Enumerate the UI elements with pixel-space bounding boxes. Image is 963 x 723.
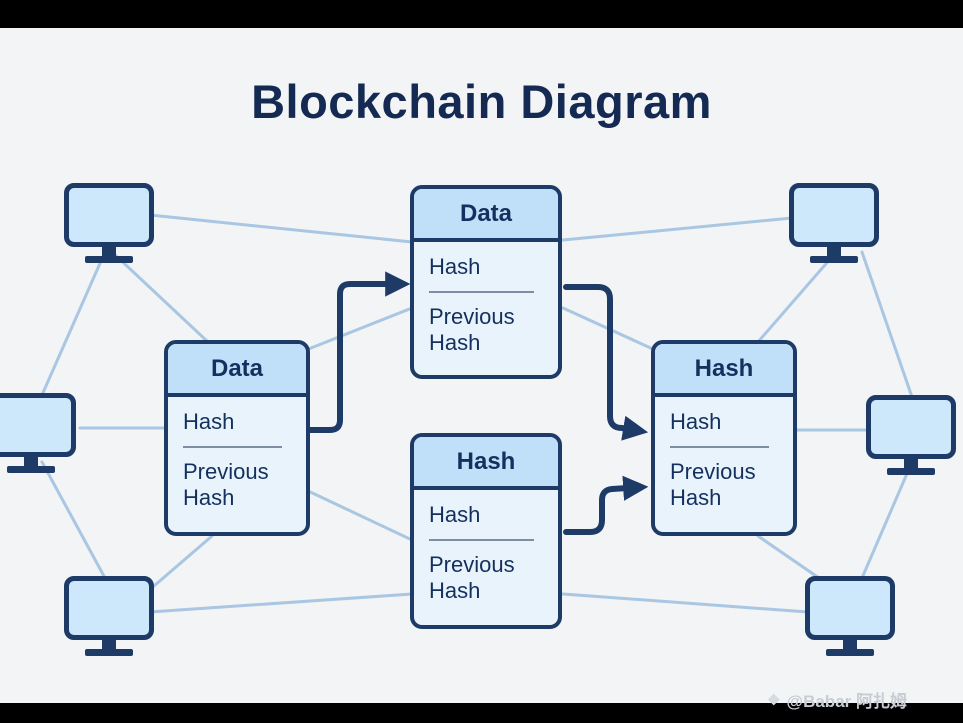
monitor-screen [789, 183, 879, 247]
arrow-bottom-block-to-right-block [563, 475, 649, 535]
monitor-neck [102, 247, 116, 256]
monitor-base [85, 649, 133, 656]
computer-monitor-icon [64, 576, 154, 656]
page-title: Blockchain Diagram [251, 75, 712, 128]
block-header: Data [168, 344, 306, 397]
computer-monitor-icon [866, 395, 956, 475]
block-previous-hash-label: Previous Hash [429, 303, 515, 355]
block-body: Hash Previous Hash [414, 490, 558, 618]
watermark: ❖ @Babar 阿扎姆 [767, 687, 907, 712]
block-divider [183, 445, 283, 448]
block-hash-label: Hash [670, 409, 722, 434]
block-divider [429, 538, 534, 541]
block-hash-label: Hash [429, 502, 481, 527]
arrow-top-block-to-right-block [563, 284, 649, 441]
diamond-logo-icon: ❖ [767, 691, 781, 709]
top-letterbox-bar [0, 0, 963, 28]
block-body: Hash Previous Hash [168, 397, 306, 525]
block-body: Hash Previous Hash [655, 397, 793, 525]
monitor-neck [904, 459, 918, 468]
monitor-screen [64, 576, 154, 640]
block-card-top: Data Hash Previous Hash [410, 185, 562, 379]
block-previous-hash-label: Previous Hash [670, 458, 756, 510]
block-header: Hash [655, 344, 793, 397]
bottom-letterbox-bar [0, 703, 963, 723]
block-header: Hash [414, 437, 558, 490]
monitor-base [85, 256, 133, 263]
block-body: Hash Previous Hash [414, 242, 558, 370]
monitor-neck [843, 640, 857, 649]
monitor-base [7, 466, 55, 473]
block-previous-hash-label: Previous Hash [183, 458, 269, 510]
monitor-screen [805, 576, 895, 640]
monitor-neck [102, 640, 116, 649]
block-card-left: Data Hash Previous Hash [164, 340, 310, 536]
monitor-screen [64, 183, 154, 247]
monitor-base [887, 468, 935, 475]
monitor-neck [24, 457, 38, 466]
block-divider [429, 290, 534, 293]
computer-monitor-icon [0, 393, 76, 473]
monitor-base [826, 649, 874, 656]
monitor-base [810, 256, 858, 263]
monitor-screen [866, 395, 956, 459]
computer-monitor-icon [805, 576, 895, 656]
watermark-text: @Babar 阿扎姆 [786, 692, 908, 711]
block-previous-hash-label: Previous Hash [429, 551, 515, 603]
block-card-bottom: Hash Hash Previous Hash [410, 433, 562, 629]
computer-monitor-icon [64, 183, 154, 263]
block-header: Data [414, 189, 558, 242]
block-card-right: Hash Hash Previous Hash [651, 340, 797, 536]
block-divider [670, 445, 770, 448]
arrow-left-block-to-top-block [307, 271, 411, 433]
computer-monitor-icon [789, 183, 879, 263]
monitor-screen [0, 393, 76, 457]
block-hash-label: Hash [183, 409, 235, 434]
monitor-neck [827, 247, 841, 256]
block-hash-label: Hash [429, 254, 481, 279]
